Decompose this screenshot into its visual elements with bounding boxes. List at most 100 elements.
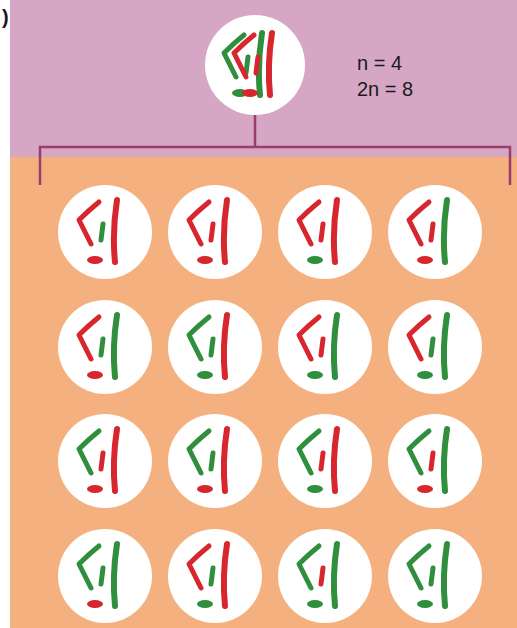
chromosome bbox=[87, 600, 103, 608]
chromosome bbox=[321, 339, 323, 355]
chromosome-count: n = 4 bbox=[357, 50, 413, 76]
bracket-line bbox=[40, 147, 510, 185]
chromosome bbox=[299, 202, 319, 244]
chromosome bbox=[224, 429, 227, 491]
chromosome bbox=[417, 371, 433, 379]
cell-circle bbox=[278, 529, 372, 623]
cell-circle bbox=[205, 15, 305, 115]
chromosome bbox=[101, 339, 103, 355]
chromosome bbox=[79, 546, 99, 588]
chromosome bbox=[234, 35, 254, 77]
chromosome bbox=[79, 431, 99, 473]
gamete-cell bbox=[58, 300, 152, 394]
chromosome bbox=[417, 485, 433, 493]
chromosome bbox=[101, 453, 103, 469]
gamete-cell bbox=[388, 300, 482, 394]
parent-cell-illustration bbox=[10, 0, 517, 200]
chromosome bbox=[409, 546, 429, 588]
chromosome bbox=[114, 200, 117, 262]
chromosome bbox=[79, 202, 99, 244]
chromosome bbox=[307, 371, 323, 379]
cell-circle bbox=[168, 529, 262, 623]
chromosome bbox=[101, 568, 103, 584]
band: n = 42n = 8 bbox=[10, 0, 517, 157]
chromosome bbox=[334, 200, 337, 262]
gamete-cell bbox=[278, 185, 372, 279]
chromosome bbox=[224, 315, 227, 377]
chromosome bbox=[417, 256, 433, 264]
gamete-cell bbox=[168, 300, 262, 394]
gamete-cell bbox=[58, 529, 152, 623]
cell-circle bbox=[278, 185, 372, 279]
chromosome bbox=[114, 429, 117, 491]
chromosome bbox=[189, 317, 209, 359]
cell-circle bbox=[278, 300, 372, 394]
cell-circle bbox=[388, 300, 482, 394]
chromosome bbox=[246, 57, 248, 73]
chromosome bbox=[334, 544, 337, 606]
gamete-cell bbox=[278, 300, 372, 394]
cell-circle bbox=[58, 529, 152, 623]
chromosome bbox=[409, 317, 429, 359]
chromosome bbox=[307, 600, 323, 608]
chromosome bbox=[211, 339, 213, 355]
cell-circle bbox=[168, 185, 262, 279]
chromosome bbox=[409, 202, 429, 244]
chromosome bbox=[211, 224, 213, 240]
chromosome bbox=[189, 202, 209, 244]
gamete-cell bbox=[168, 414, 262, 508]
parent-cell bbox=[205, 15, 305, 115]
chromosome bbox=[256, 57, 258, 73]
cell-circle bbox=[388, 529, 482, 623]
chromosome bbox=[101, 224, 103, 240]
chromosome bbox=[444, 315, 447, 377]
chromosome bbox=[444, 429, 447, 491]
gamete-cell bbox=[168, 185, 262, 279]
chromosome bbox=[197, 600, 213, 608]
bracket bbox=[40, 112, 510, 185]
chromosome bbox=[307, 256, 323, 264]
chromosome bbox=[114, 544, 117, 606]
gamete-cell bbox=[168, 529, 262, 623]
chromosome bbox=[321, 453, 323, 469]
chromosome bbox=[87, 485, 103, 493]
chromosome bbox=[87, 371, 103, 379]
chromosome bbox=[431, 339, 433, 355]
bracket-line bbox=[254, 112, 257, 147]
chromosome bbox=[197, 485, 213, 493]
chromosome bbox=[189, 431, 209, 473]
cell-circle bbox=[168, 300, 262, 394]
gamete-cell bbox=[388, 529, 482, 623]
chromosome bbox=[242, 89, 258, 97]
chromosome bbox=[334, 315, 337, 377]
chromosome bbox=[334, 429, 337, 491]
chromosome bbox=[299, 431, 319, 473]
gamete-cell bbox=[58, 414, 152, 508]
chromosome bbox=[197, 256, 213, 264]
cell-circle bbox=[58, 414, 152, 508]
gamete-cell bbox=[388, 414, 482, 508]
chromosome bbox=[431, 568, 433, 584]
chromosome bbox=[87, 256, 103, 264]
chromosome bbox=[211, 453, 213, 469]
cell-circle bbox=[388, 185, 482, 279]
chromosome bbox=[224, 544, 227, 606]
chromosome bbox=[444, 200, 447, 262]
chromosome bbox=[321, 224, 323, 240]
chromosome bbox=[417, 600, 433, 608]
chromosome bbox=[409, 431, 429, 473]
chromosome bbox=[189, 546, 209, 588]
chromosome bbox=[211, 568, 213, 584]
gamete-cell bbox=[278, 414, 372, 508]
chromosome bbox=[321, 568, 323, 584]
gamete-cell bbox=[278, 529, 372, 623]
chromosome bbox=[307, 485, 323, 493]
chromosome bbox=[444, 544, 447, 606]
panel-ground bbox=[10, 157, 517, 628]
cell-circle bbox=[388, 414, 482, 508]
chromosome-count: 2n = 8 bbox=[357, 76, 413, 102]
panel-letter: ) bbox=[2, 6, 9, 28]
chromosome bbox=[79, 317, 99, 359]
chromosome bbox=[431, 224, 433, 240]
chromosome bbox=[299, 317, 319, 359]
